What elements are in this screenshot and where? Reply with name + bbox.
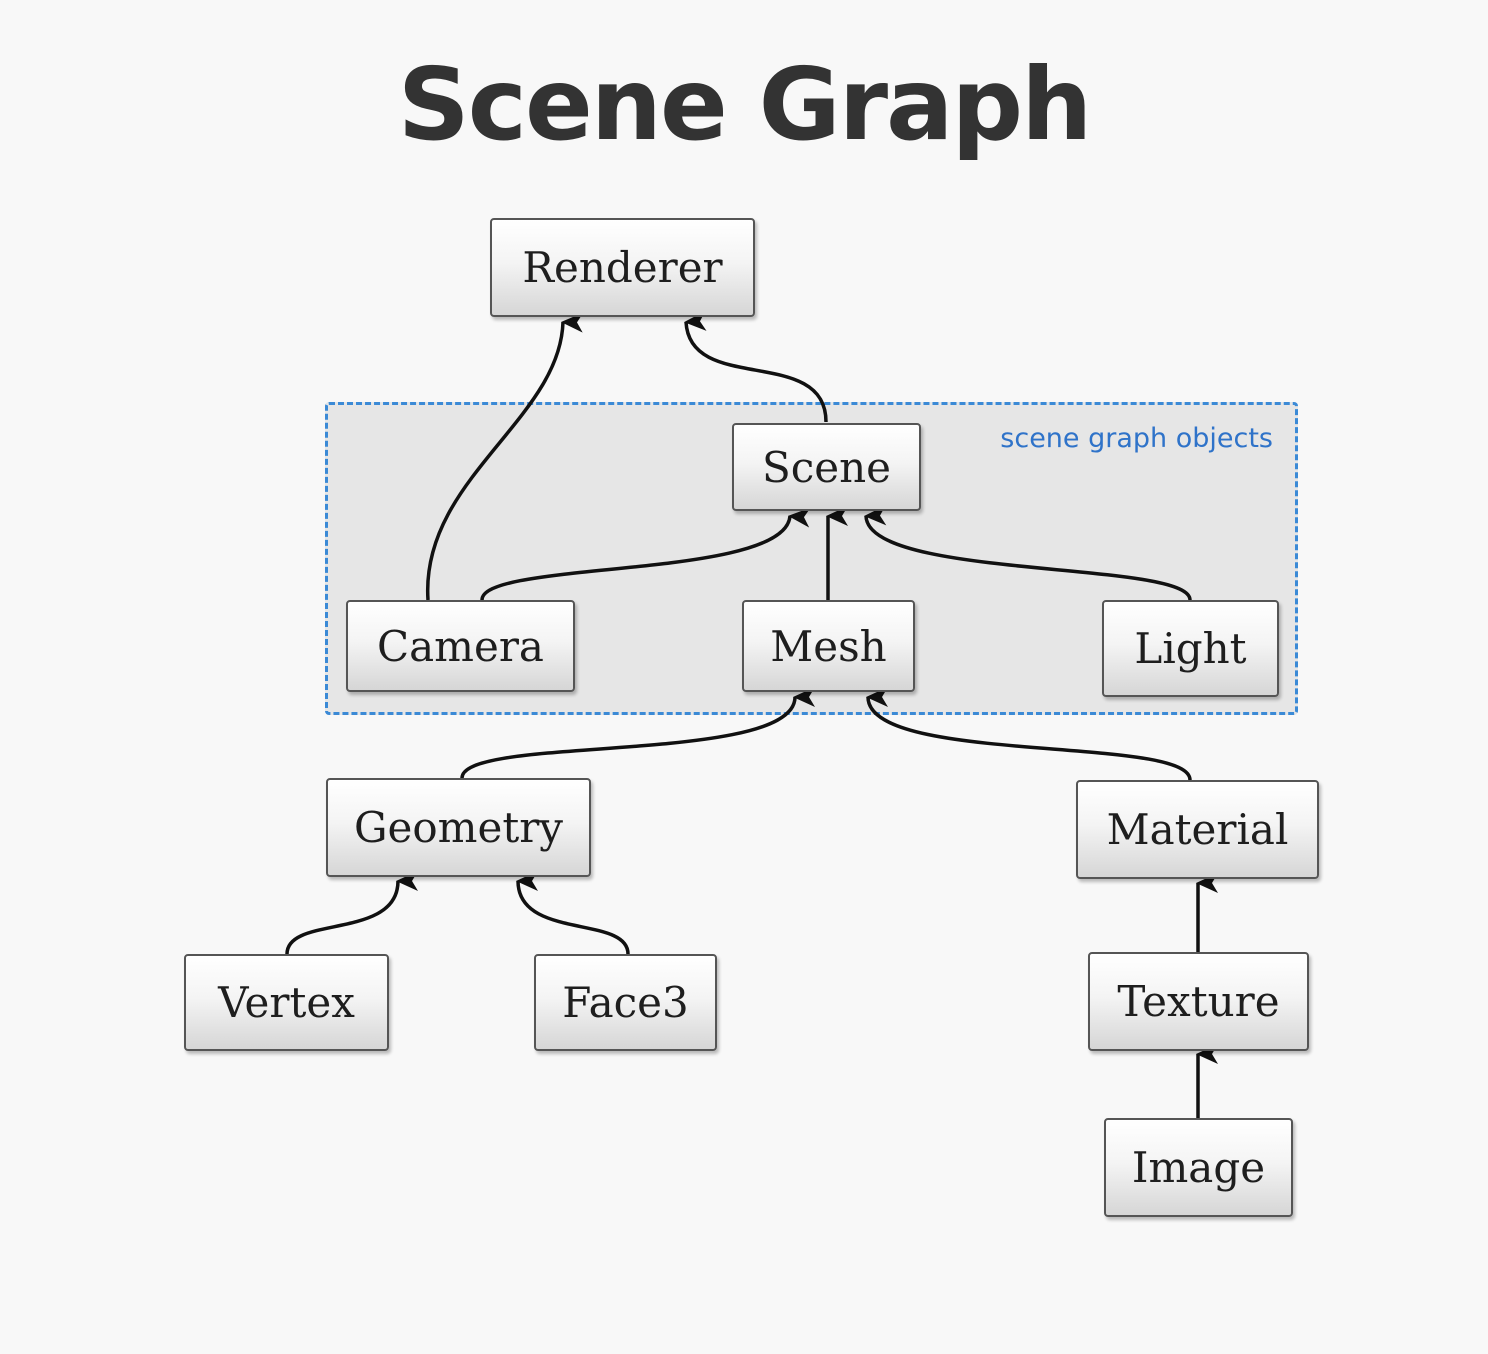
- edge-geometry-mesh: [460, 687, 816, 779]
- node-face3: Face3: [534, 954, 717, 1051]
- group-label: scene graph objects: [1000, 423, 1273, 454]
- node-texture: Texture: [1088, 952, 1309, 1051]
- node-renderer: Renderer: [490, 218, 755, 317]
- edge-material-mesh: [866, 686, 1192, 781]
- edge-light-scene: [864, 505, 1192, 601]
- node-camera: Camera: [346, 600, 575, 692]
- edge-camera-renderer: [426, 312, 584, 601]
- node-geometry: Geometry: [326, 778, 591, 877]
- node-vertex: Vertex: [184, 954, 389, 1051]
- node-mesh: Mesh: [742, 600, 915, 692]
- node-light: Light: [1102, 600, 1279, 697]
- edge-face3-geometry: [516, 870, 630, 955]
- page-title: Scene Graph: [397, 46, 1093, 163]
- edge-vertex-geometry: [285, 871, 419, 955]
- node-material: Material: [1076, 780, 1319, 879]
- edge-scene-renderer: [684, 310, 828, 423]
- node-image: Image: [1104, 1118, 1293, 1217]
- node-scene: Scene: [732, 423, 921, 511]
- edge-camera-scene: [480, 507, 811, 601]
